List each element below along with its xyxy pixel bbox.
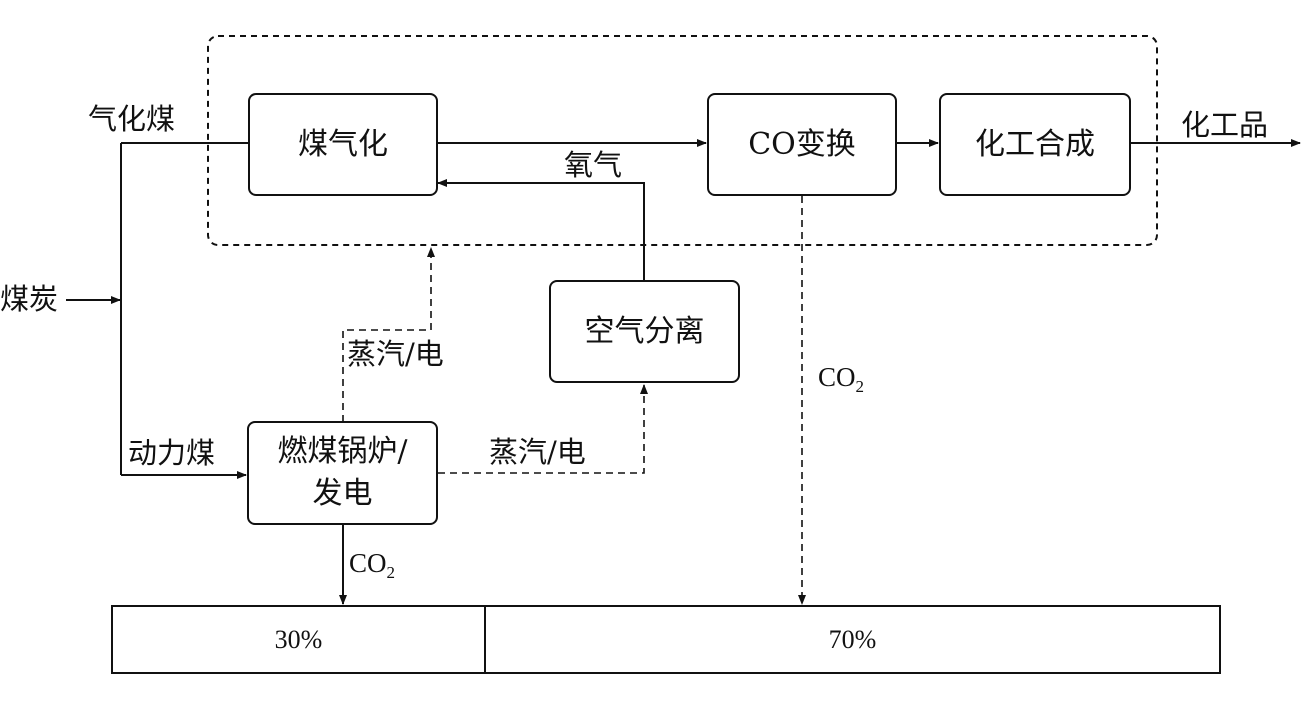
coal-gasification-box: 煤气化: [248, 93, 438, 196]
emission-bar: [111, 605, 1221, 674]
chemical-synthesis-box: 化工合成: [939, 93, 1131, 196]
air-separation-label: 空气分离: [584, 313, 705, 349]
boiler-label-line1: 燃煤锅炉/: [277, 434, 408, 469]
coal-gasification-label: 煤气化: [298, 126, 388, 162]
oxygen-label: 氧气: [564, 148, 623, 182]
steam-power-right-line: [438, 384, 648, 474]
co2-boiler-label: CO2: [349, 547, 395, 589]
gasification-coal-label: 气化煤: [88, 102, 176, 136]
co-shift-label: CO变换: [748, 126, 856, 162]
boiler-share-cell: 30%: [112, 606, 485, 673]
boiler-share-value: 30%: [274, 624, 323, 654]
boiler-power-box: 燃煤锅炉/ 发电: [247, 421, 438, 525]
air-separation-box: 空气分离: [549, 280, 740, 383]
co-shift-box: CO变换: [707, 93, 897, 196]
process-share-value: 70%: [828, 624, 877, 654]
co2-main-label: CO2: [818, 361, 864, 403]
co2-main-text: CO: [818, 362, 856, 392]
boiler-label-line2: 发电: [312, 476, 373, 511]
product-label: 化工品: [1181, 108, 1269, 142]
coal-label: 煤炭: [0, 282, 59, 316]
steam-power-right-label: 蒸汽/电: [489, 435, 586, 469]
steam-power-up-label: 蒸汽/电: [347, 337, 444, 371]
steam-power-up-line: [342, 247, 435, 422]
process-share-cell: 70%: [485, 606, 1220, 673]
co2-boiler-subscript: 2: [386, 563, 396, 582]
co2-boiler-text: CO: [349, 548, 387, 578]
co2-main-subscript: 2: [855, 377, 865, 396]
process-boundary: [207, 35, 1158, 246]
power-coal-label: 动力煤: [128, 436, 216, 470]
chemical-synthesis-label: 化工合成: [975, 126, 1095, 162]
oxygen-line: [437, 179, 645, 280]
